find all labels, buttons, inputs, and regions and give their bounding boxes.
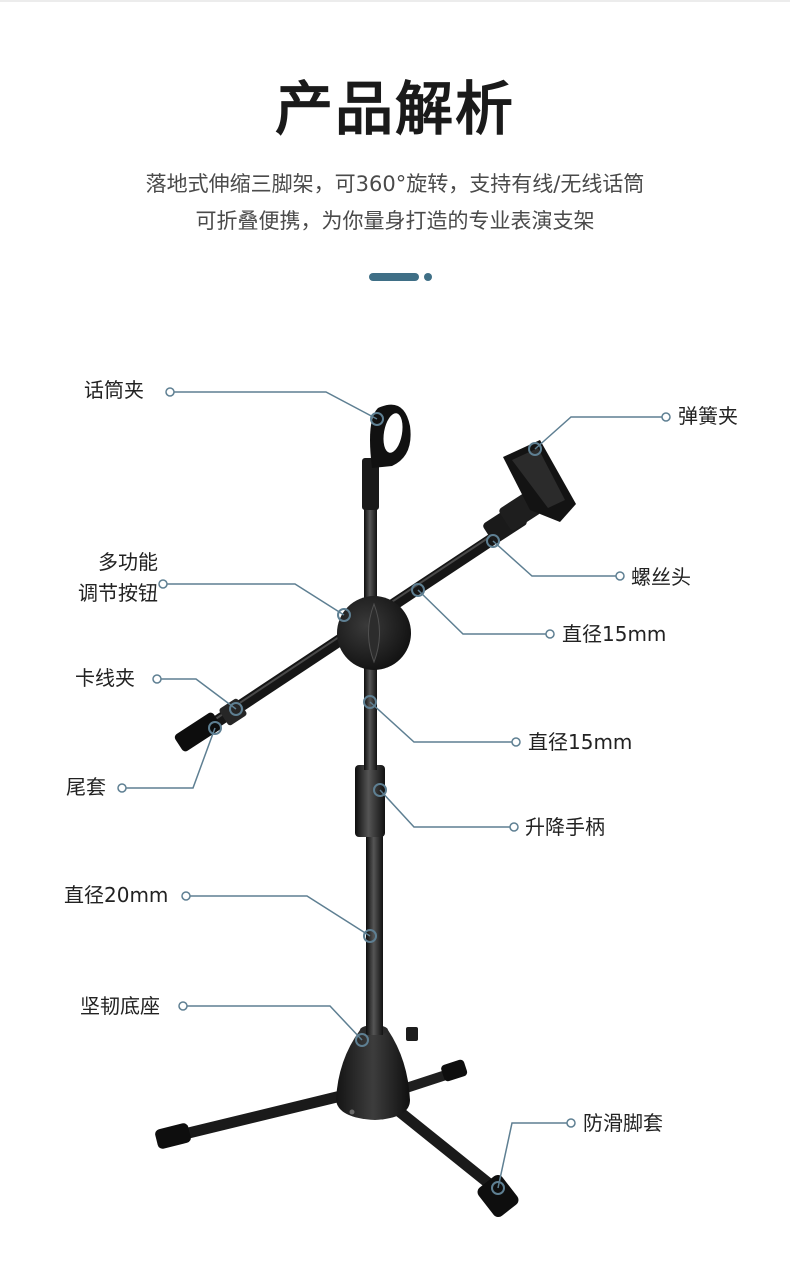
label-base: 坚韧底座 xyxy=(80,994,160,1018)
subtitle-line-2: 可折叠便携，为你量身打造的专业表演支架 xyxy=(195,209,595,233)
decorative-dot xyxy=(424,273,432,281)
top-divider xyxy=(0,0,790,2)
lift-handle-body xyxy=(355,765,385,837)
label-diameter-pole: 直径15mm xyxy=(528,730,633,754)
label-spring-clip: 弹簧夹 xyxy=(678,404,738,428)
lower-pole xyxy=(366,835,383,1035)
joint-knob xyxy=(337,596,411,670)
label-foot-cap: 防滑脚套 xyxy=(583,1111,663,1135)
label-tail-cap: 尾套 xyxy=(66,775,106,799)
label-mic-clip: 话筒夹 xyxy=(84,378,144,402)
leader-lines xyxy=(122,391,666,1189)
subtitle-line-1: 落地式伸缩三脚架，可360°旋转，支持有线/无线话筒 xyxy=(145,172,645,196)
label-diameter-boom: 直径15mm xyxy=(562,622,667,646)
decorative-bar xyxy=(369,273,419,281)
spring-clip xyxy=(499,440,576,531)
label-screw-head: 螺丝头 xyxy=(631,565,691,589)
top-mic-clip xyxy=(362,404,411,510)
label-multi-knob-line2: 调节按钮 xyxy=(78,581,158,605)
label-endpoints xyxy=(117,387,671,1128)
label-multi-knob-line1: 多功能 xyxy=(98,550,158,574)
label-lift-handle: 升降手柄 xyxy=(525,815,605,839)
label-cable-clip: 卡线夹 xyxy=(75,666,135,690)
page-title: 产品解析 xyxy=(274,75,515,143)
part-markers xyxy=(208,412,542,1195)
tripod-legs xyxy=(155,1059,519,1217)
base-body xyxy=(336,1025,418,1120)
label-diameter-lower: 直径20mm xyxy=(64,883,169,907)
